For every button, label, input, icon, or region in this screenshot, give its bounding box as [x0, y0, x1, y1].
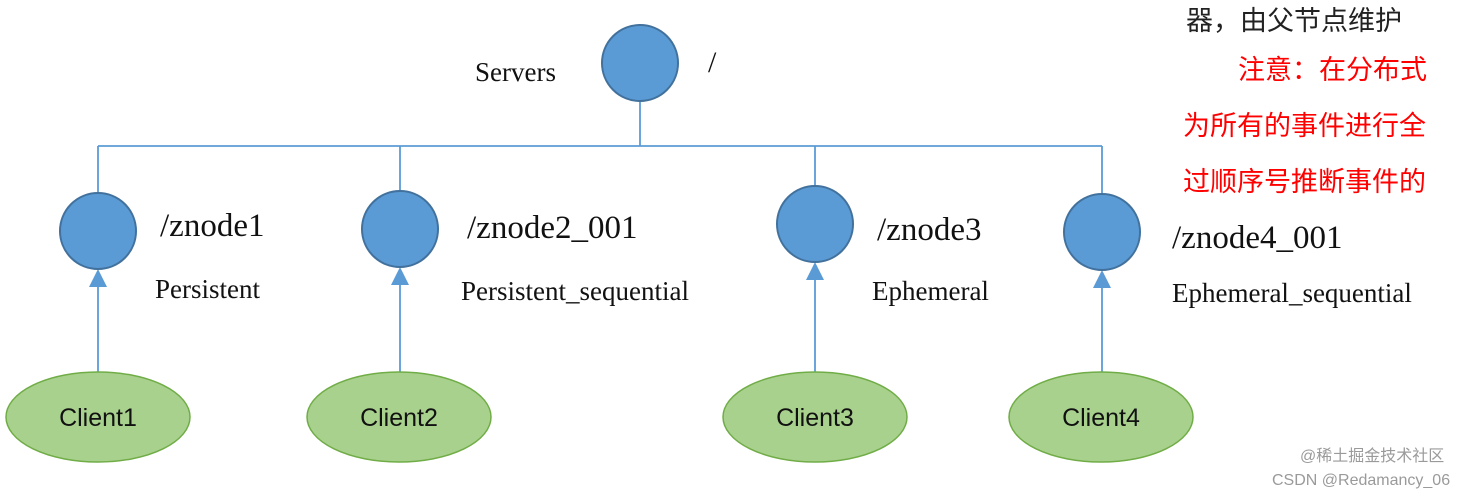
root-node — [601, 24, 679, 102]
root-label: Servers — [475, 57, 556, 87]
client2-label: Client2 — [360, 404, 438, 432]
znode3-path: /znode3 — [877, 212, 981, 248]
side-note-line2: 注意：在分布式 — [1238, 55, 1427, 86]
znode4-node — [1063, 193, 1141, 271]
client4-label: Client4 — [1062, 404, 1140, 432]
client3-ellipse — [722, 371, 908, 463]
znode2-path: /znode2_001 — [467, 210, 637, 246]
client3-label: Client3 — [776, 404, 854, 432]
znode4-path: /znode4_001 — [1172, 220, 1342, 256]
side-note-line3: 为所有的事件进行全 — [1183, 111, 1426, 142]
znode3-node — [776, 185, 854, 263]
znode4-type: Ephemeral_sequential — [1172, 278, 1412, 308]
znode2-type: Persistent_sequential — [461, 276, 689, 306]
watermark-juejin: @稀土掘金技术社区 — [1300, 448, 1445, 465]
znode1-type: Persistent — [155, 274, 260, 304]
side-note-line1: 器，由父节点维护 — [1186, 6, 1402, 37]
client1-label: Client1 — [59, 404, 137, 432]
watermark-csdn: CSDN @Redamancy_06 — [1272, 472, 1451, 489]
client1-ellipse — [5, 371, 191, 463]
connector-lines — [89, 101, 1111, 372]
client2-ellipse — [306, 371, 492, 463]
znode1-path: /znode1 — [160, 208, 264, 244]
znode3-type: Ephemeral — [872, 276, 989, 306]
znode2-node — [361, 190, 439, 268]
znode1-node — [59, 192, 137, 270]
side-note-line4: 过顺序号推断事件的 — [1183, 167, 1426, 198]
root-path: / — [708, 46, 717, 79]
client4-ellipse — [1008, 371, 1194, 463]
